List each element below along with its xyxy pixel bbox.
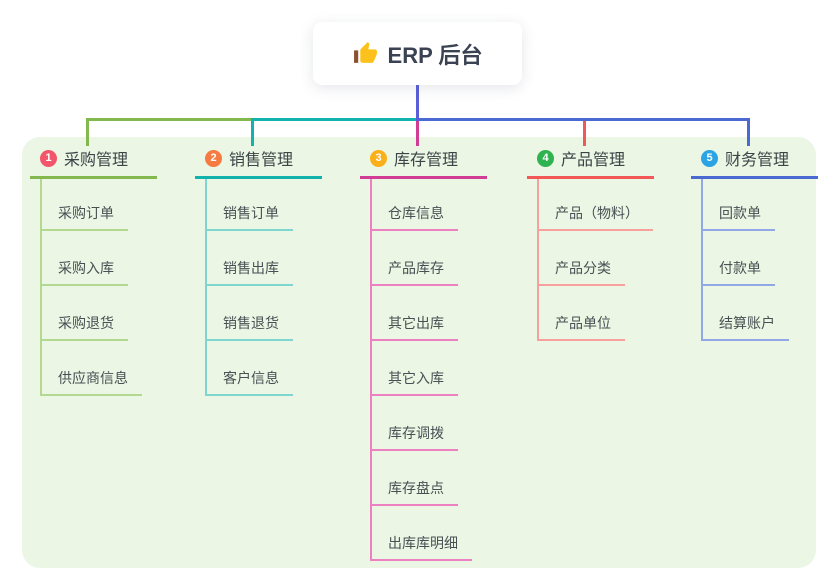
child-node[interactable]: 产品单位 (537, 313, 625, 341)
child-node[interactable]: 产品分类 (537, 258, 625, 286)
branch-node-label: 库存管理 (394, 152, 459, 169)
branch-node-1[interactable]: 1 采购管理 (30, 146, 157, 179)
child-node[interactable]: 客户信息 (205, 368, 293, 396)
connector-drop-4 (583, 121, 586, 146)
branch-node-3[interactable]: 3 库存管理 (360, 146, 487, 179)
child-node[interactable]: 产品（物料） (537, 203, 653, 231)
child-node[interactable]: 付款单 (701, 258, 775, 286)
thumbs-up-icon (353, 41, 378, 66)
branch-number-badge: 3 (370, 149, 387, 167)
child-node[interactable]: 采购订单 (40, 203, 128, 231)
connector-drop-1 (86, 121, 89, 146)
branch-number-badge: 5 (701, 149, 718, 167)
root-node-label: ERP 后台 (387, 42, 483, 68)
connector-horizontal-2 (251, 118, 419, 121)
root-node[interactable]: ERP 后台 (313, 22, 522, 85)
connector-drop-2 (251, 121, 254, 146)
child-node[interactable]: 库存盘点 (370, 478, 458, 506)
connector-drop-3 (416, 121, 419, 146)
branch-node-label: 产品管理 (561, 152, 626, 169)
branch-number-badge: 4 (537, 149, 554, 167)
canvas-panel (22, 137, 816, 568)
branch-number-badge: 1 (40, 149, 57, 167)
child-node[interactable]: 其它入库 (370, 368, 458, 396)
child-node[interactable]: 供应商信息 (40, 368, 142, 396)
connector-root-stem (416, 85, 419, 121)
branch-node-label: 销售管理 (229, 152, 294, 169)
branch-number-badge: 2 (205, 149, 222, 167)
branch-node-4[interactable]: 4 产品管理 (527, 146, 654, 179)
connector-drop-5 (747, 121, 750, 146)
child-node[interactable]: 出库库明细 (370, 533, 472, 561)
branch-node-2[interactable]: 2 销售管理 (195, 146, 322, 179)
child-spine-2 (205, 179, 207, 396)
branch-node-label: 采购管理 (64, 152, 129, 169)
child-spine-5 (701, 179, 703, 341)
child-node[interactable]: 销售出库 (205, 258, 293, 286)
connector-horizontal-5 (416, 118, 750, 121)
child-node[interactable]: 采购退货 (40, 313, 128, 341)
child-node[interactable]: 产品库存 (370, 258, 458, 286)
child-node[interactable]: 结算账户 (701, 313, 789, 341)
child-node[interactable]: 库存调拨 (370, 423, 458, 451)
child-spine-4 (537, 179, 539, 341)
child-spine-3 (370, 179, 372, 561)
branch-node-5[interactable]: 5 财务管理 (691, 146, 818, 179)
child-node[interactable]: 仓库信息 (370, 203, 458, 231)
branch-node-label: 财务管理 (725, 152, 790, 169)
child-node[interactable]: 销售退货 (205, 313, 293, 341)
child-spine-1 (40, 179, 42, 396)
child-node[interactable]: 采购入库 (40, 258, 128, 286)
child-node[interactable]: 回款单 (701, 203, 775, 231)
child-node[interactable]: 销售订单 (205, 203, 293, 231)
child-node[interactable]: 其它出库 (370, 313, 458, 341)
